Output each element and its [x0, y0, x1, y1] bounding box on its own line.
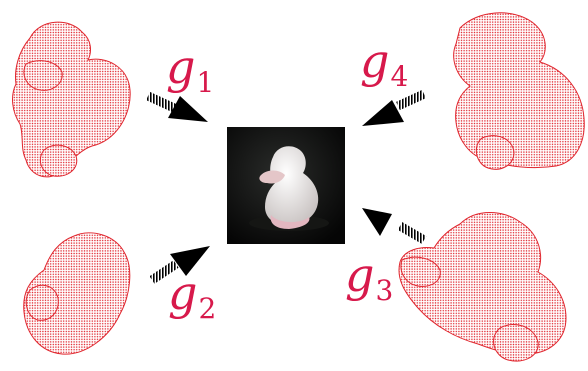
arrow-icon-g4: [362, 94, 424, 126]
point-cloud-view-4: [454, 13, 585, 169]
figurine-photo: [227, 127, 345, 244]
label-g2: g2: [168, 270, 216, 323]
point-cloud-view-3: [399, 213, 566, 362]
label-g3: g3: [345, 252, 393, 305]
arrow-icon-g3: [362, 208, 424, 240]
arrow-icon-g1: [148, 96, 208, 122]
label-g4: g4: [360, 38, 408, 91]
point-cloud-view-2: [24, 233, 130, 354]
label-g1: g1: [166, 44, 214, 97]
point-cloud-view-1: [13, 22, 131, 177]
